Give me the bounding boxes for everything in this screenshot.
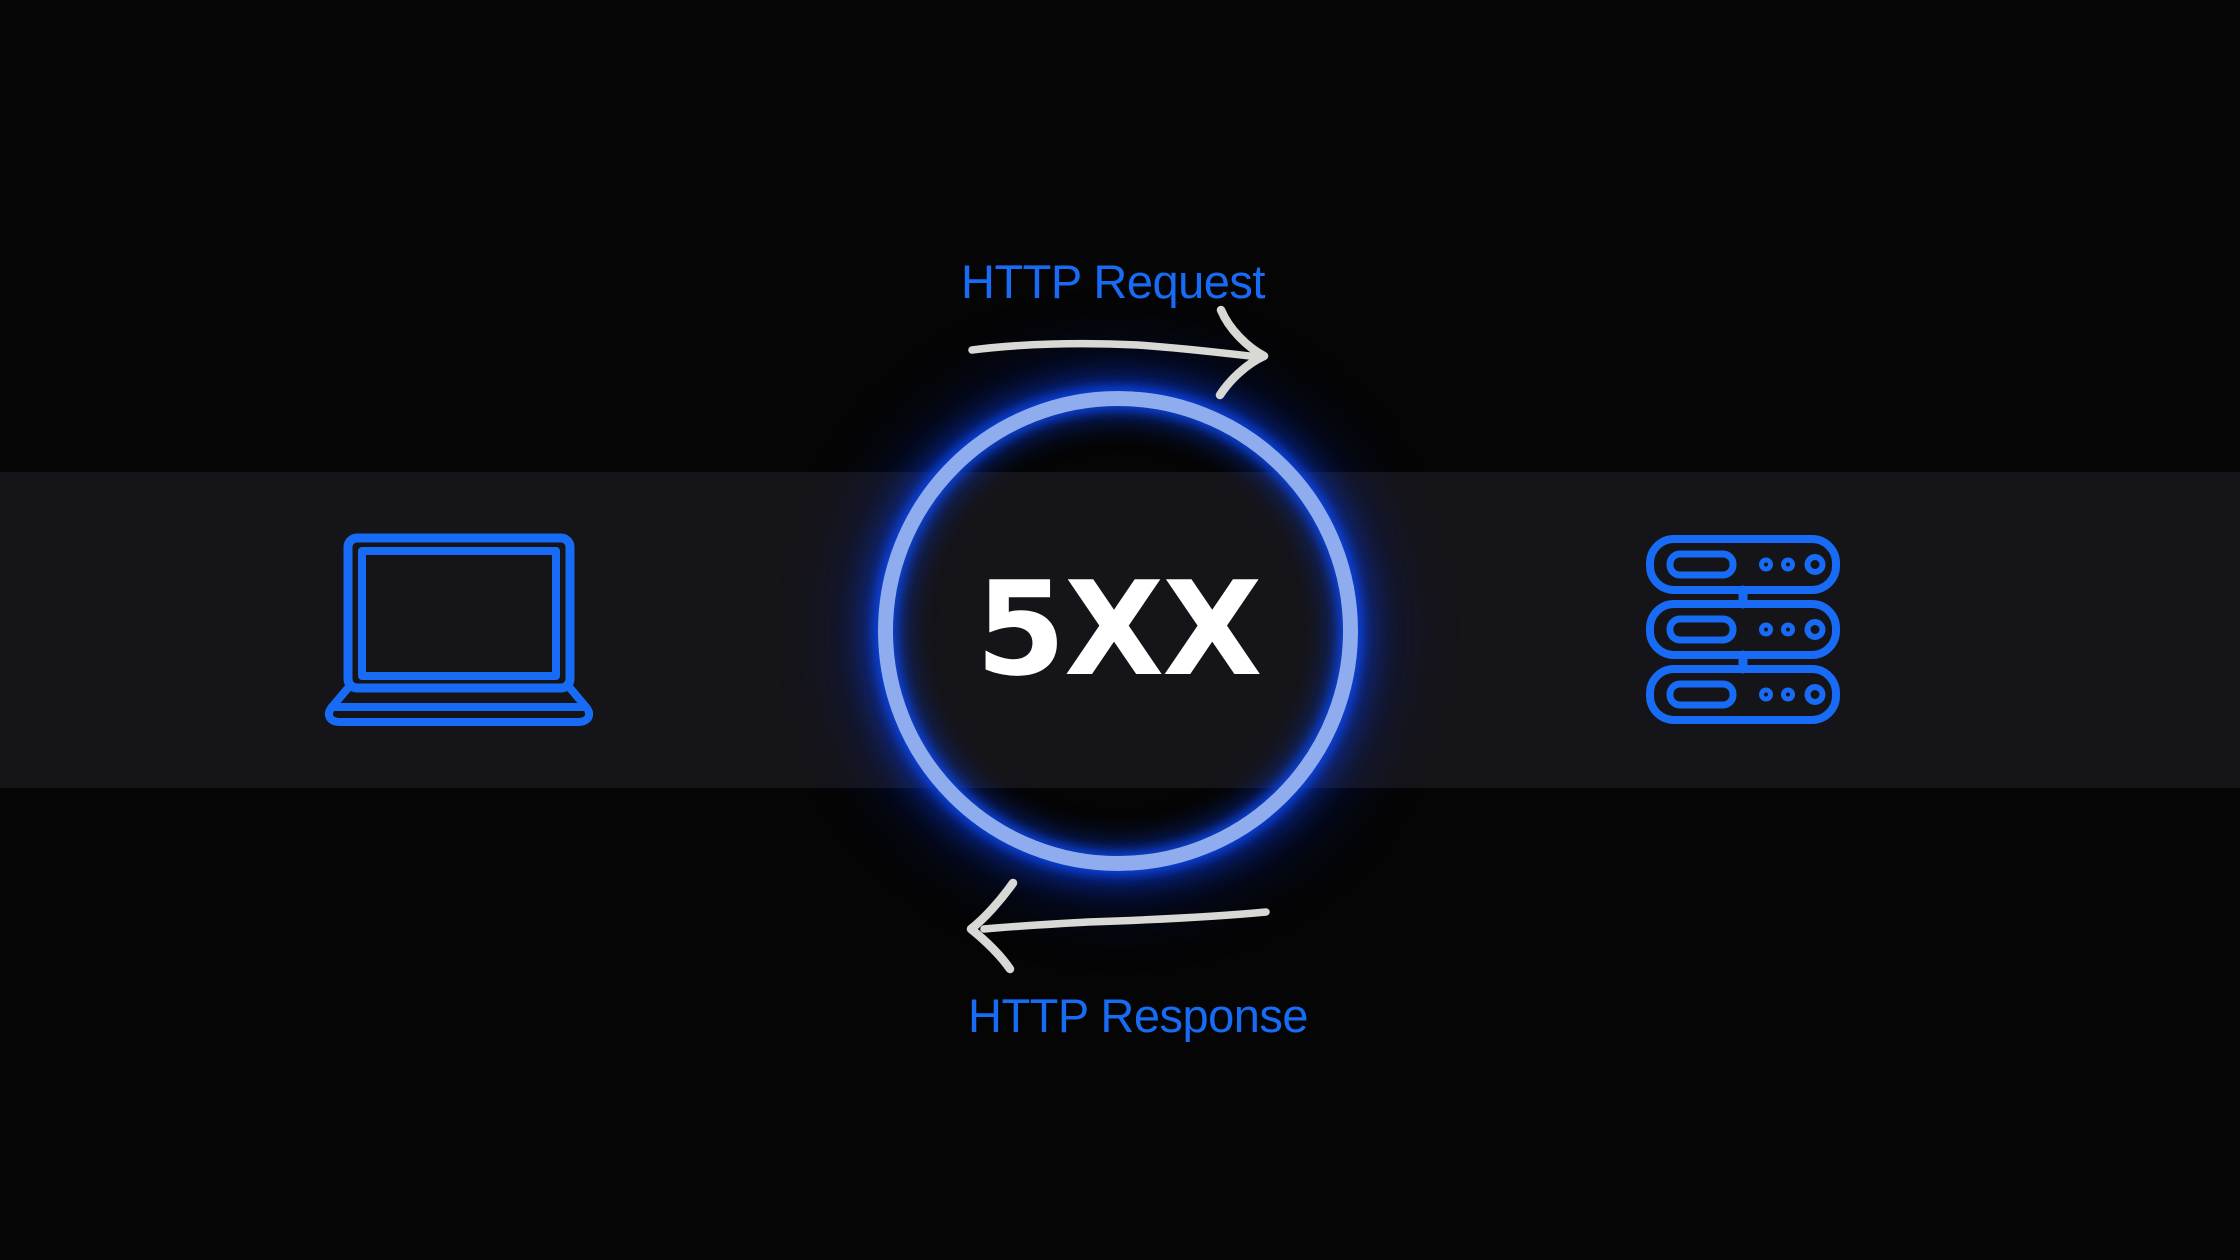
server-icon — [1643, 529, 1843, 725]
laptop-icon — [323, 529, 593, 729]
http-request-label: HTTP Request — [961, 255, 1265, 308]
http-response-label: HTTP Response — [968, 989, 1309, 1042]
response-arrow-icon — [966, 878, 1270, 974]
status-ring: 5XX — [878, 391, 1358, 871]
request-arrow-icon — [968, 305, 1269, 400]
error-code-text: 5XX — [975, 553, 1263, 705]
